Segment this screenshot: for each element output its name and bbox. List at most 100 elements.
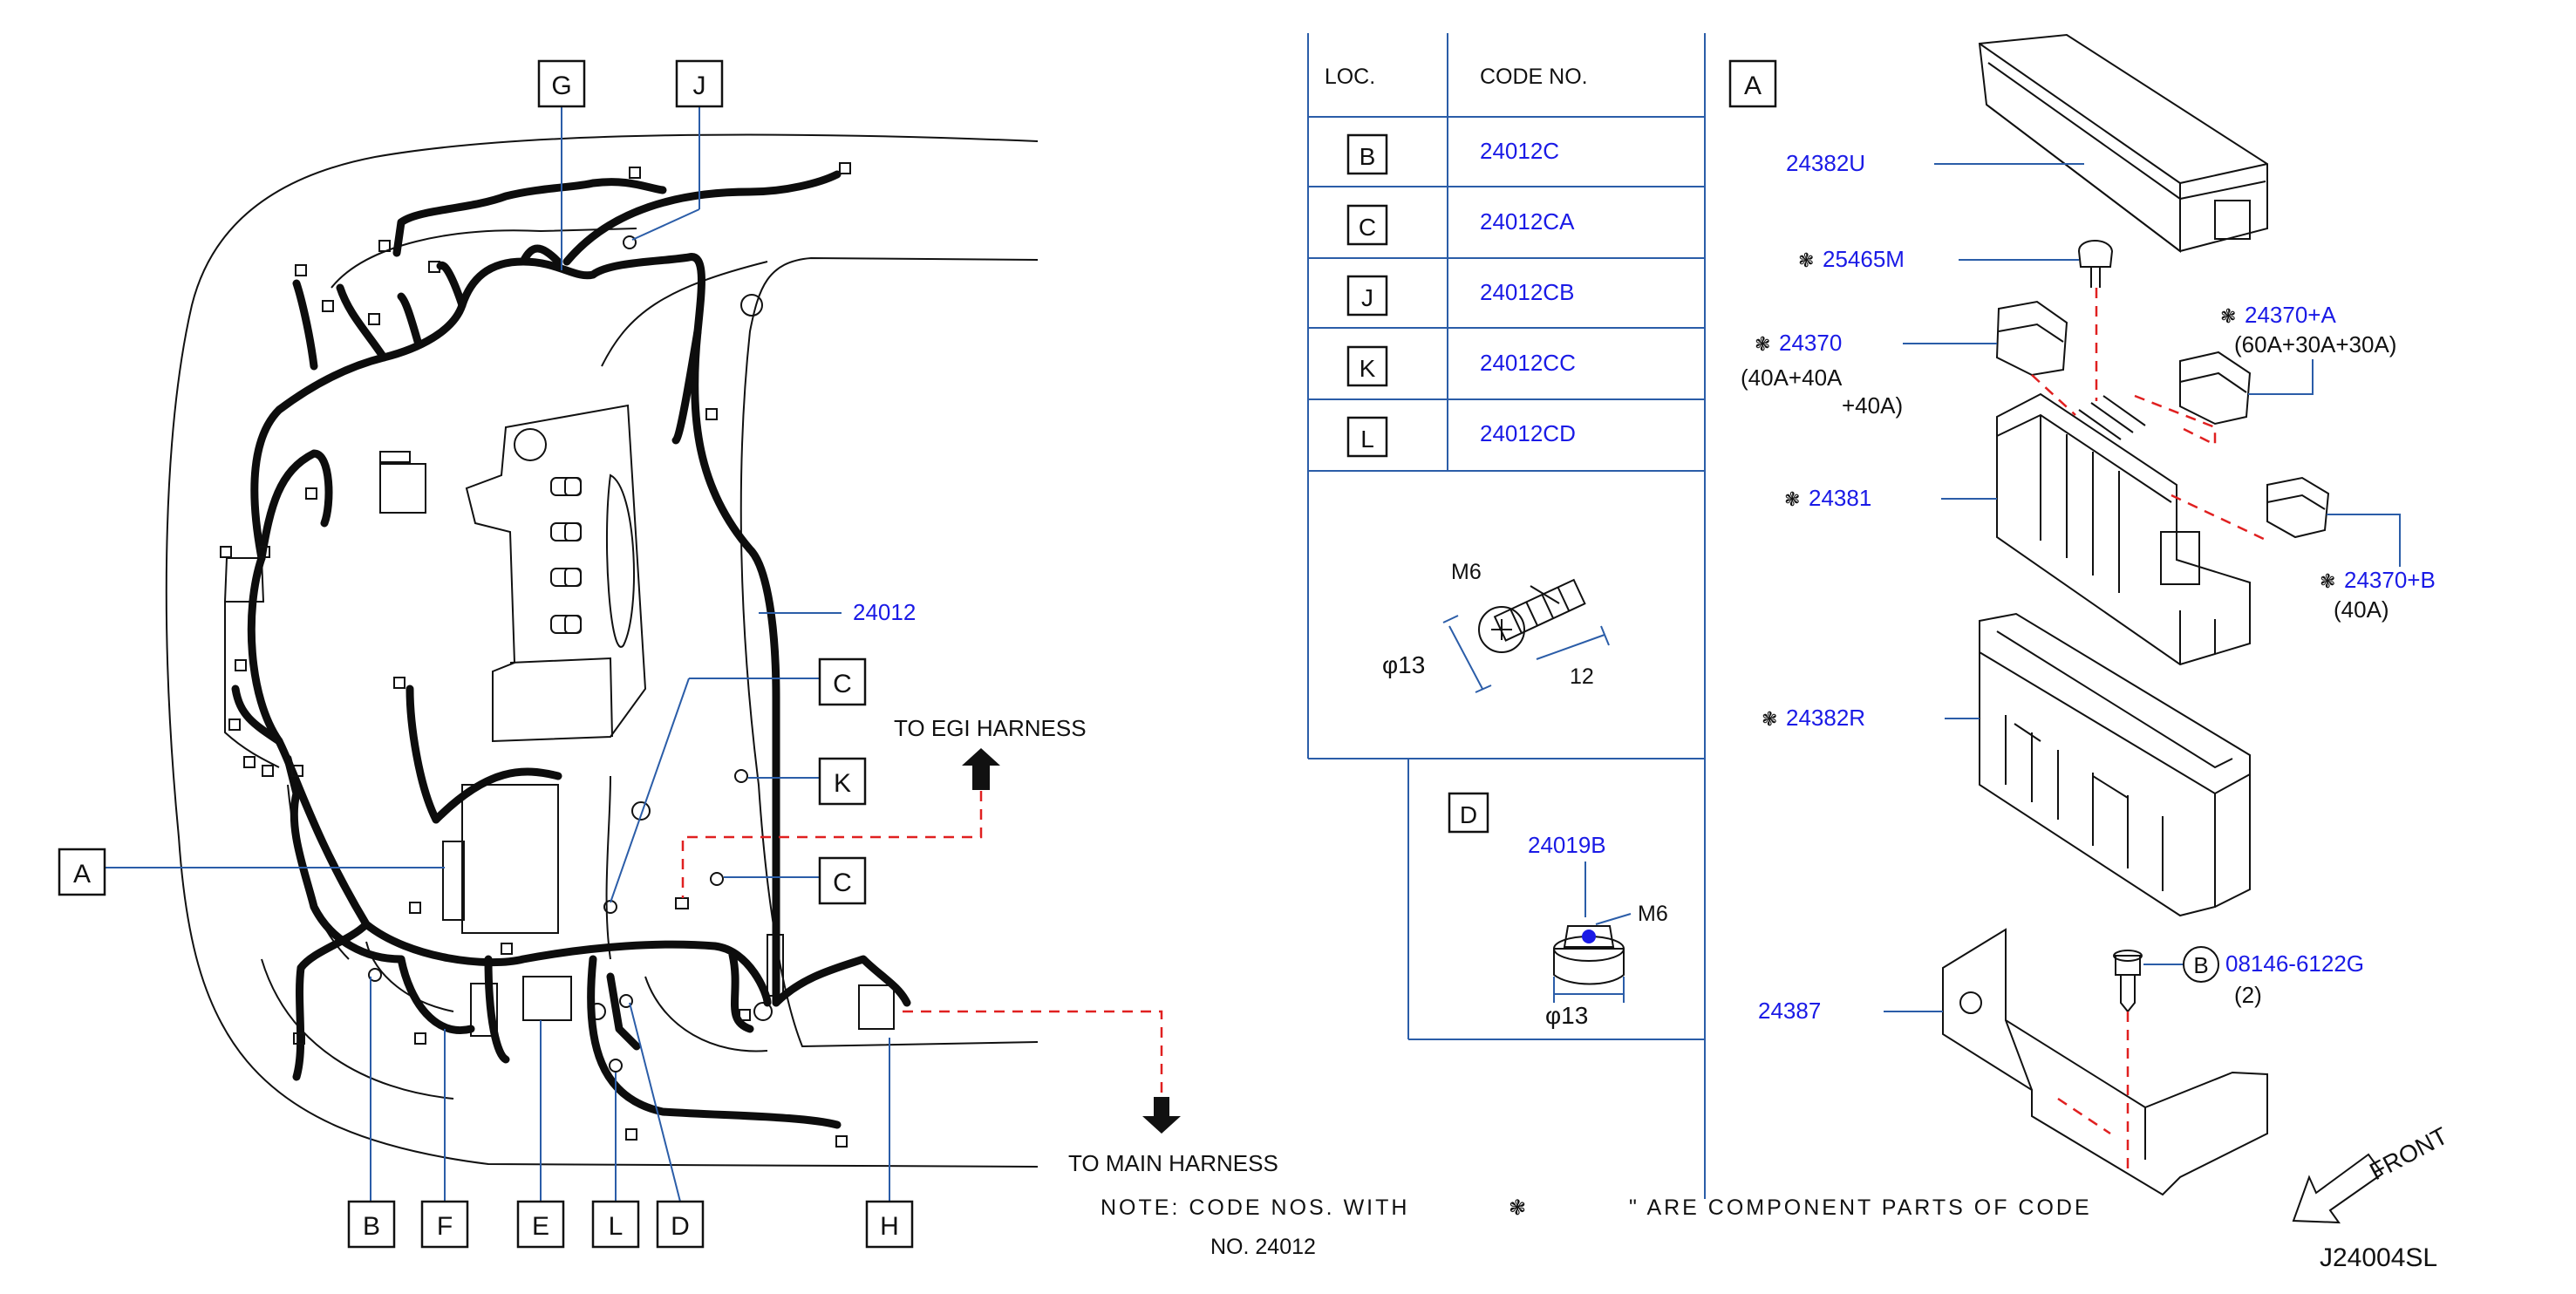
note-line1-end: " ARE COMPONENT PARTS OF CODE (1629, 1195, 2092, 1220)
main-guide (903, 1010, 1163, 1094)
fuse-box-case-24382r (1979, 612, 2251, 917)
svg-text:L: L (1360, 426, 1374, 453)
connector-h (858, 984, 895, 1030)
spark-plug-row (550, 477, 582, 634)
diagram-id: J24004SL (2320, 1243, 2437, 1272)
locator-leaders (98, 96, 890, 1202)
svg-text:24012CB: 24012CB (1480, 279, 1574, 305)
part-24370a-spec: (60A+30A+30A) (2234, 331, 2396, 358)
harness-part-number[interactable]: 24012 (853, 599, 916, 625)
svg-text:L: L (609, 1212, 624, 1241)
part-24387[interactable]: 24387 (1758, 998, 1821, 1024)
svg-text:J: J (1361, 284, 1373, 311)
locator-h[interactable]: H (865, 1200, 914, 1249)
up-arrow-icon (962, 748, 1000, 790)
flange-bolt-drawing: M6 φ13 12 (1382, 560, 1610, 693)
detail-a-letter: A (1744, 72, 1762, 100)
part-24370b-spec: (40A) (2334, 596, 2389, 623)
col-loc-header: LOC. (1325, 65, 1375, 89)
fusible-link-24370 (1995, 300, 2068, 377)
svg-text:G: G (551, 72, 571, 100)
locator-e[interactable]: E (516, 1200, 565, 1249)
engine-block (379, 404, 895, 1037)
locator-b[interactable]: B (347, 1200, 396, 1249)
locator-a[interactable]: A (58, 848, 106, 896)
svg-text:B: B (1360, 143, 1376, 170)
part-24370b[interactable]: 24370+B (2344, 567, 2436, 593)
part-24381[interactable]: 24381 (1809, 485, 1871, 511)
egi-guide (681, 791, 983, 898)
locator-l[interactable]: L (591, 1200, 640, 1249)
detail-d-letter: D (1460, 801, 1477, 828)
svg-text:A: A (73, 860, 91, 889)
svg-text:❃: ❃ (1755, 333, 1770, 355)
part-24382r[interactable]: 24382R (1786, 705, 1865, 731)
locator-c-upper[interactable]: C (818, 657, 867, 706)
detail-d-part[interactable]: 24019B (1528, 832, 1606, 858)
svg-text:❃: ❃ (1784, 488, 1800, 510)
bolt-length-label: 12 (1570, 664, 1594, 689)
note-line1-start: NOTE: CODE NOS. WITH (1101, 1195, 1409, 1220)
svg-text:C: C (833, 868, 852, 897)
locator-k[interactable]: K (818, 757, 867, 806)
battery (461, 784, 559, 934)
svg-text:❃: ❃ (2320, 570, 2335, 592)
svg-text:K: K (1360, 355, 1376, 382)
bolt-diameter-label: φ13 (1382, 651, 1425, 678)
svg-text:24012C: 24012C (1480, 138, 1559, 164)
part-24370-spec2: +40A) (1842, 392, 1903, 419)
locator-d[interactable]: D (656, 1200, 705, 1249)
loc-row-j[interactable]: J 24012CB (1346, 275, 1574, 317)
note-mark-icon: ❃ (1509, 1196, 1526, 1220)
detail-d-diameter: φ13 (1545, 1002, 1588, 1029)
part-24382u[interactable]: 24382U (1786, 150, 1865, 176)
mark-icon: ❃ (1798, 249, 1814, 271)
svg-text:C: C (1359, 214, 1376, 241)
front-label: FRONT (2365, 1122, 2452, 1186)
connector-terminals (220, 162, 851, 1148)
down-arrow-icon (1142, 1097, 1181, 1134)
fuse-body-24381 (1996, 392, 2251, 666)
relay-block (522, 976, 572, 1021)
note-line2: NO. 24012 (1210, 1235, 1316, 1259)
svg-text:J: J (693, 72, 706, 100)
svg-text:24012CC: 24012CC (1480, 350, 1576, 376)
part-08146-6122g[interactable]: 08146-6122G (2225, 950, 2364, 977)
locator-j[interactable]: J (675, 59, 724, 108)
svg-text:C: C (833, 670, 852, 698)
part-25465m[interactable]: 25465M (1823, 246, 1905, 272)
svg-text:K: K (834, 769, 851, 798)
part-24370[interactable]: 24370 (1779, 330, 1842, 356)
loc-row-b[interactable]: B 24012C (1346, 133, 1559, 175)
fusible-link-24370a (2179, 351, 2252, 426)
loc-table: LOC. CODE NO. B 24012C C 24012CA J 24012… (1307, 33, 1706, 1199)
bracket-24387 (1942, 928, 2268, 1196)
svg-text:❃: ❃ (1762, 708, 1777, 730)
loc-row-c[interactable]: C 24012CA (1346, 204, 1575, 246)
svg-text:24012CA: 24012CA (1480, 208, 1575, 235)
bolt-ref-b: B (2193, 952, 2208, 978)
detail-a: A 24382U ❃ 25465M ❃ 24370 (40A+40A +40A)… (1728, 33, 2436, 1196)
front-arrow-icon (2292, 1153, 2384, 1224)
locator-f[interactable]: F (420, 1200, 469, 1249)
fuse-25465m (2077, 240, 2114, 268)
fuse-box-cover (1978, 33, 2268, 254)
svg-text:D: D (671, 1212, 690, 1241)
locator-c-lower[interactable]: C (818, 856, 867, 905)
locator-g[interactable]: G (537, 59, 586, 108)
bolt-qty: (2) (2234, 982, 2262, 1008)
col-code-header: CODE NO. (1480, 65, 1588, 89)
part-24370-spec1: (40A+40A (1741, 364, 1843, 391)
part-24370a[interactable]: 24370+A (2245, 302, 2336, 328)
loc-row-k[interactable]: K 24012CC (1346, 345, 1576, 387)
svg-text:B: B (363, 1212, 380, 1241)
svg-text:24012CD: 24012CD (1480, 420, 1576, 446)
detail-d-thread: M6 (1638, 902, 1668, 926)
bracket-bolt (2113, 950, 2143, 1013)
svg-text:H: H (880, 1212, 899, 1241)
main-harness-label: TO MAIN HARNESS (1068, 1150, 1278, 1176)
bolt-thread-label: M6 (1451, 560, 1482, 584)
svg-text:F: F (437, 1212, 453, 1241)
loc-row-l[interactable]: L 24012CD (1346, 416, 1576, 458)
